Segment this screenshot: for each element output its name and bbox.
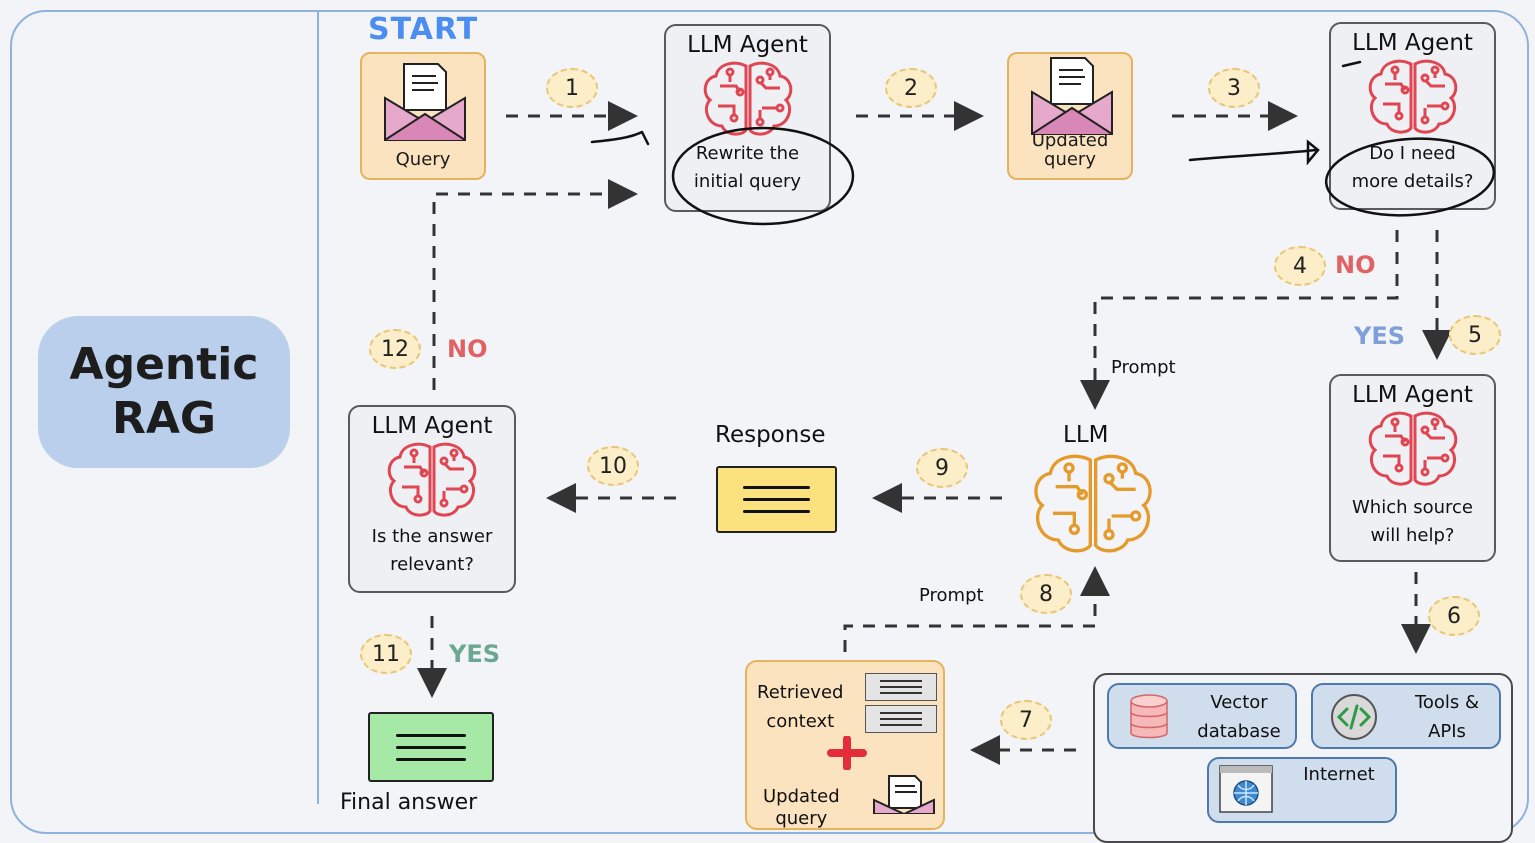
yes-label: YES — [449, 640, 501, 668]
step-badge: 7 — [1000, 700, 1052, 740]
document-line — [742, 498, 811, 501]
step-badge: 1 — [546, 68, 598, 108]
step-badge: 12 — [369, 329, 421, 369]
no-label: NO — [447, 335, 488, 363]
agent-details-node: LLM Agent Do I need more details? — [1329, 22, 1496, 210]
code-icon — [1331, 694, 1377, 740]
prompt-label: Prompt — [919, 585, 984, 606]
brain-icon — [1368, 411, 1457, 486]
title-box: Agentic RAG — [38, 316, 290, 468]
agent-subtitle: Rewrite the initial query — [693, 143, 802, 192]
document-line — [742, 510, 811, 513]
plus-icon — [827, 736, 867, 770]
agent-rewrite-node: LLM Agent Rewrite the initial query — [664, 24, 831, 212]
start-label: START — [368, 12, 479, 47]
envelope-icon — [384, 63, 466, 141]
step-badge: 8 — [1020, 574, 1072, 614]
diagram-title: Agentic RAG — [69, 339, 259, 444]
updated-query-label: Updated query — [1031, 130, 1109, 171]
agent-subtitle: Do I need more details? — [1351, 143, 1474, 192]
document-icon — [865, 705, 937, 733]
retrieved-context-label: Retrieved context — [757, 682, 844, 733]
envelope-icon — [873, 775, 935, 814]
query-label: Query — [395, 149, 451, 171]
globe-icon — [1219, 765, 1273, 813]
prompt-label: Prompt — [1111, 357, 1176, 378]
step-badge: 9 — [916, 448, 968, 488]
source-internet: Internet — [1207, 757, 1397, 823]
source-label: Tools & APIs — [1414, 692, 1480, 742]
brain-icon — [387, 442, 477, 517]
sources-panel: Vector database Tools & APIs Internet — [1093, 673, 1513, 843]
updated-query-bottom-label: Updated query — [763, 786, 840, 829]
agent-source-node: LLM Agent Which source will help? — [1329, 374, 1496, 562]
agent-subtitle: Which source will help? — [1351, 497, 1473, 546]
source-vector-database: Vector database — [1107, 683, 1297, 749]
step-badge: 2 — [885, 68, 937, 108]
no-label: NO — [1335, 251, 1376, 279]
agent-title: LLM Agent — [687, 32, 808, 58]
brain-icon — [1034, 454, 1152, 553]
document-icon — [865, 673, 937, 701]
document-line — [395, 745, 467, 749]
final-answer-label: Final answer — [340, 790, 478, 815]
source-label: Vector database — [1197, 692, 1281, 742]
updated-query-node: Updated query — [1007, 52, 1133, 180]
context-node: Retrieved context Updated query — [745, 660, 945, 830]
brain-icon — [1368, 59, 1457, 134]
response-note — [716, 466, 837, 533]
envelope-icon — [1031, 57, 1113, 135]
query-node: Query — [360, 52, 486, 180]
agent-subtitle: Is the answer relevant? — [371, 526, 493, 575]
response-label: Response — [715, 422, 826, 448]
source-tools-apis: Tools & APIs — [1311, 683, 1501, 749]
brain-icon — [703, 61, 792, 136]
step-badge: 11 — [360, 634, 412, 674]
step-badge: 5 — [1449, 315, 1501, 355]
step-badge: 4 — [1274, 246, 1326, 286]
agent-title: LLM Agent — [371, 413, 493, 439]
divider-line — [317, 10, 319, 804]
final-answer-note — [368, 712, 494, 782]
agent-title: LLM Agent — [1352, 382, 1473, 408]
database-icon — [1130, 694, 1168, 739]
yes-label: YES — [1354, 322, 1406, 350]
step-badge: 10 — [587, 446, 639, 486]
agent-title: LLM Agent — [1352, 30, 1473, 56]
step-badge: 6 — [1428, 596, 1480, 636]
document-line — [395, 733, 467, 737]
document-line — [742, 486, 811, 489]
step-badge: 3 — [1208, 68, 1260, 108]
source-label: Internet — [1303, 764, 1375, 785]
agent-relevance-node: LLM Agent Is the answer relevant? — [348, 405, 516, 593]
document-line — [395, 757, 467, 761]
llm-label: LLM — [1063, 422, 1109, 448]
